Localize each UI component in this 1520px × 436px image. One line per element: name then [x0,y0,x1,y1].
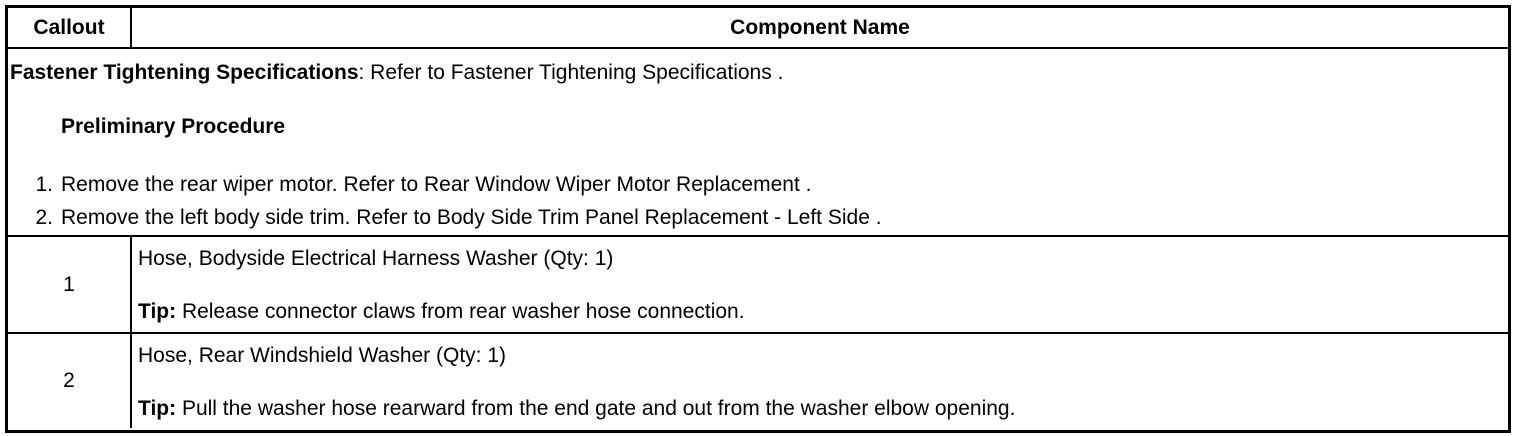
preliminary-cell: Fastener Tightening Specifications: Refe… [8,48,1508,237]
tip-label: Tip: [138,300,177,323]
list-item: 1. Remove the rear wiper motor. Refer to… [8,168,1508,201]
table-header-row: Callout Component Name [8,8,1508,49]
table-row: 1 Hose, Bodyside Electrical Harness Wash… [8,236,1508,334]
preliminary-row: Fastener Tightening Specifications: Refe… [8,48,1508,237]
tip-text: Pull the washer hose rearward from the e… [176,397,1016,420]
tip-text: Release connector claws from rear washer… [176,300,745,323]
component-table: Callout Component Name Fastener Tighteni… [8,8,1508,428]
fastener-spec-label: Fastener Tightening Specifications [10,61,359,84]
tip-line: Tip: Release connector claws from rear w… [138,300,1508,324]
fastener-spec-line: Fastener Tightening Specifications: Refe… [8,49,1508,85]
fastener-spec-text: : Refer to Fastener Tightening Specifica… [358,61,784,84]
step-text: Remove the rear wiper motor. Refer to Re… [61,173,812,196]
tip-line: Tip: Pull the washer hose rearward from … [138,397,1508,421]
callout-column-header: Callout [8,8,132,49]
tip-label: Tip: [138,397,177,420]
preliminary-steps-list: 1. Remove the rear wiper motor. Refer to… [8,168,1508,234]
component-cell: Hose, Bodyside Electrical Harness Washer… [131,236,1508,334]
callout-cell: 1 [8,236,132,334]
component-table-frame: Callout Component Name Fastener Tighteni… [5,5,1511,433]
step-text: Remove the left body side trim. Refer to… [61,206,882,229]
component-cell: Hose, Rear Windshield Washer (Qty: 1) Ti… [131,333,1508,428]
component-name: Hose, Bodyside Electrical Harness Washer… [138,247,614,270]
component-name-column-header: Component Name [131,8,1508,49]
step-number: 1. [35,173,53,196]
step-number: 2. [35,206,53,229]
table-row: 2 Hose, Rear Windshield Washer (Qty: 1) … [8,333,1508,428]
component-name: Hose, Rear Windshield Washer (Qty: 1) [138,344,507,367]
list-item: 2. Remove the left body side trim. Refer… [8,201,1508,234]
callout-cell: 2 [8,333,132,428]
preliminary-procedure-heading: Preliminary Procedure [61,115,286,138]
